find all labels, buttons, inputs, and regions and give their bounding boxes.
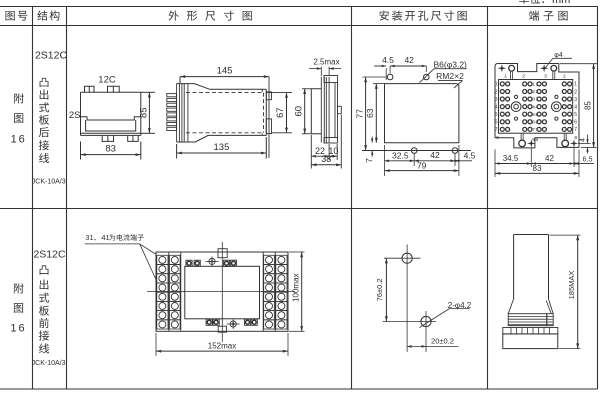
svg-text:83: 83 — [105, 144, 116, 155]
svg-text:5: 5 — [495, 112, 498, 118]
svg-text:3: 3 — [544, 73, 547, 79]
svg-text:1: 1 — [495, 82, 498, 88]
svg-text:63: 63 — [365, 108, 375, 118]
svg-text:6: 6 — [495, 120, 498, 126]
svg-text:4: 4 — [535, 104, 538, 110]
svg-text:mm: mm — [552, 0, 570, 6]
svg-text:31: 31 — [85, 233, 93, 242]
svg-text:4: 4 — [495, 104, 498, 110]
svg-text:6.5: 6.5 — [583, 155, 593, 164]
svg-text:32.5: 32.5 — [392, 150, 409, 160]
svg-text:2-φ4.2: 2-φ4.2 — [448, 301, 472, 310]
svg-text:6: 6 — [574, 120, 577, 126]
svg-text:8: 8 — [574, 135, 577, 141]
svg-text:B6(φ3.2): B6(φ3.2) — [434, 59, 468, 69]
svg-text:JCK-10A/3: JCK-10A/3 — [32, 360, 66, 367]
svg-text:5: 5 — [574, 112, 577, 118]
svg-text:79: 79 — [417, 160, 427, 170]
svg-text:2: 2 — [563, 73, 566, 79]
svg-text:76±0.2: 76±0.2 — [375, 278, 384, 301]
svg-text:20±0.2: 20±0.2 — [431, 337, 454, 346]
svg-text:1: 1 — [535, 82, 538, 88]
svg-text:3: 3 — [535, 97, 538, 103]
svg-text:2S12C: 2S12C — [33, 249, 66, 261]
svg-text:3: 3 — [574, 97, 577, 103]
svg-text:60: 60 — [293, 106, 304, 117]
svg-text:5: 5 — [532, 112, 535, 118]
svg-text:152max: 152max — [208, 341, 236, 350]
svg-text:RM2×2: RM2×2 — [436, 71, 464, 81]
svg-text:4: 4 — [579, 138, 586, 142]
svg-text:4.5: 4.5 — [382, 55, 394, 65]
svg-text:2.5max: 2.5max — [313, 58, 339, 67]
svg-text:85: 85 — [583, 101, 592, 110]
svg-text:7: 7 — [535, 127, 538, 133]
svg-text:3: 3 — [532, 97, 535, 103]
svg-text:41: 41 — [101, 233, 109, 242]
svg-text:42: 42 — [404, 55, 414, 65]
svg-text:3: 3 — [495, 97, 498, 103]
svg-text:1: 1 — [574, 82, 577, 88]
svg-text:67: 67 — [275, 107, 286, 118]
svg-text:JCK-10A/3: JCK-10A/3 — [32, 179, 66, 186]
svg-text:2: 2 — [522, 73, 525, 79]
svg-text:77: 77 — [354, 109, 364, 119]
svg-text:145: 145 — [217, 65, 233, 76]
svg-text:7: 7 — [364, 158, 374, 163]
svg-text:16: 16 — [10, 323, 26, 335]
svg-text:6: 6 — [532, 119, 535, 125]
svg-text:85: 85 — [138, 108, 149, 119]
svg-text:6: 6 — [535, 119, 538, 125]
svg-text:4: 4 — [532, 104, 535, 110]
svg-text:7: 7 — [532, 127, 535, 133]
svg-text:2S12C: 2S12C — [35, 49, 68, 61]
svg-text:83: 83 — [533, 164, 542, 173]
svg-text:1: 1 — [532, 82, 535, 88]
svg-text:2: 2 — [495, 89, 498, 95]
svg-text:22: 22 — [315, 146, 325, 156]
svg-text:8: 8 — [532, 137, 535, 143]
svg-text:10: 10 — [328, 146, 338, 156]
svg-text:12C: 12C — [98, 74, 116, 85]
svg-text:2: 2 — [532, 89, 535, 95]
svg-text:16: 16 — [11, 134, 27, 146]
svg-text:42: 42 — [545, 154, 554, 163]
svg-text:φ4: φ4 — [554, 52, 563, 59]
svg-text:135: 135 — [214, 142, 230, 153]
svg-text:8: 8 — [535, 137, 538, 143]
svg-text:1: 1 — [504, 73, 507, 79]
svg-text:2: 2 — [535, 89, 538, 95]
svg-text:4: 4 — [574, 104, 577, 110]
svg-text:42: 42 — [430, 150, 440, 160]
svg-text:5: 5 — [535, 112, 538, 118]
svg-text:185MAX: 185MAX — [567, 271, 576, 300]
svg-text:2S: 2S — [69, 110, 81, 121]
svg-text:7: 7 — [495, 127, 498, 133]
svg-text:7: 7 — [574, 127, 577, 133]
svg-text:4.5: 4.5 — [464, 151, 476, 161]
svg-text:38: 38 — [321, 154, 331, 164]
svg-text:8: 8 — [496, 135, 499, 141]
svg-text:100max: 100max — [292, 273, 301, 301]
svg-text:2: 2 — [574, 89, 577, 95]
svg-text:34.5: 34.5 — [503, 154, 519, 163]
